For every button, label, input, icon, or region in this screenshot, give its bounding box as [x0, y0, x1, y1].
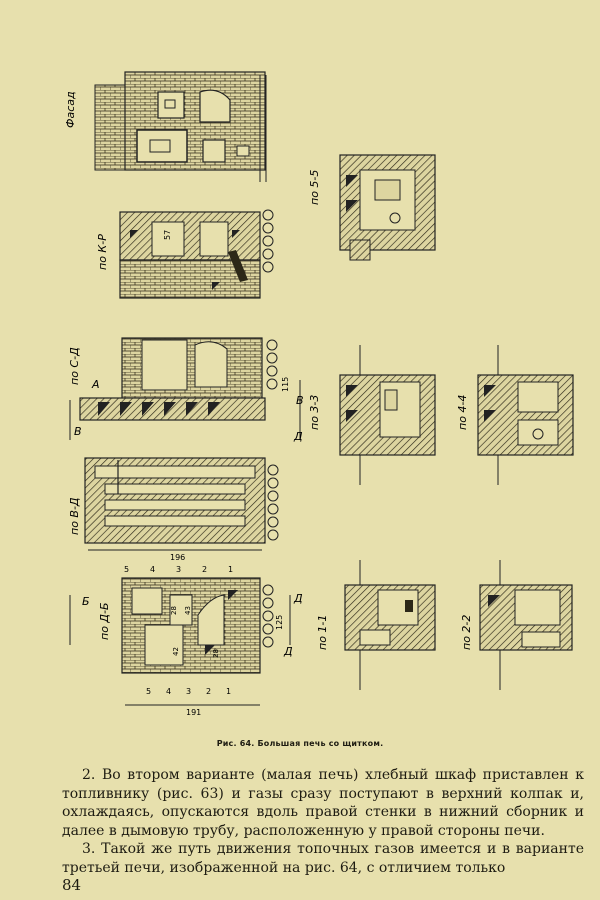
section-s-d-view: В А В Д 115 по С-Д — [68, 337, 304, 443]
dim-42: 42 — [172, 647, 180, 656]
cut-v-left: В — [74, 425, 82, 438]
figure-caption: Рис. 64. Большая печь со щитком. — [216, 739, 384, 748]
body-text: 2. Во втором варианте (малая печь) хлебн… — [62, 766, 584, 878]
section-k-r-label: по К-Р — [96, 234, 109, 270]
cut-1-top: 1 — [228, 565, 233, 574]
section-d-b-label: по Д-Б — [98, 602, 111, 640]
stove-drawings-figure: Фасад 57 по К-Р — [64, 71, 574, 717]
cut-5-top: 5 — [124, 565, 129, 574]
section-v-d-view: 196 по В-Д 5 4 3 2 1 — [68, 457, 279, 574]
cut-1-bottom: 1 — [226, 687, 231, 696]
facade-label: Фасад — [64, 91, 77, 128]
cut-d-right: Д — [293, 430, 303, 443]
cut-3-top: 3 — [176, 565, 181, 574]
dim-28a: 28 — [170, 606, 178, 615]
page-number: 84 — [62, 876, 82, 894]
section-5-5-label: по 5-5 — [308, 170, 321, 205]
section-4-4-view: по 4-4 — [456, 345, 574, 485]
section-v-d-label: по В-Д — [68, 497, 81, 535]
section-s-d-label: по С-Д — [68, 347, 81, 385]
section-1-1-label: по 1-1 — [316, 615, 329, 650]
dim-28b: 28 — [212, 649, 220, 658]
cut-5-bottom: 5 — [146, 687, 151, 696]
dim-43: 43 — [184, 606, 192, 615]
paragraph-2: 3. Такой же путь движения топочных газов… — [62, 841, 584, 876]
cut-3-bottom: 3 — [186, 687, 191, 696]
paragraph-1: 2. Во втором варианте (малая печь) хлебн… — [62, 767, 584, 839]
dim-115: 115 — [281, 377, 290, 392]
cut-4-bottom: 4 — [166, 687, 171, 696]
cut-a-left: А — [91, 378, 100, 391]
section-3-3-label: по 3-3 — [308, 395, 321, 430]
cut-2-bottom: 2 — [206, 687, 211, 696]
dim-57: 57 — [163, 230, 172, 240]
dim-196: 196 — [170, 553, 185, 562]
section-3-3-view: по 3-3 — [308, 345, 436, 485]
cut-d-right-lower: Д — [293, 592, 303, 605]
section-4-4-label: по 4-4 — [456, 395, 469, 430]
section-k-r-view: 57 по К-Р — [96, 209, 274, 299]
section-1-1-view: по 1-1 — [316, 560, 436, 690]
section-d-b-view: Б Д Д 28 43 28 42 125 по Д-Б 5 4 3 2 1 1… — [69, 577, 303, 717]
dim-125: 125 — [275, 615, 284, 630]
section-2-2-label: по 2-2 — [460, 615, 473, 650]
section-2-2-view: по 2-2 — [460, 560, 573, 690]
cut-d-right-lower2: Д — [283, 645, 293, 658]
facade-view: Фасад — [64, 71, 267, 182]
cut-b-left: Б — [82, 595, 90, 608]
cut-v-right: В — [296, 394, 304, 407]
dim-191: 191 — [186, 708, 201, 717]
section-5-5-view: по 5-5 — [308, 154, 436, 261]
cut-4-top: 4 — [150, 565, 155, 574]
cut-2-top: 2 — [202, 565, 207, 574]
